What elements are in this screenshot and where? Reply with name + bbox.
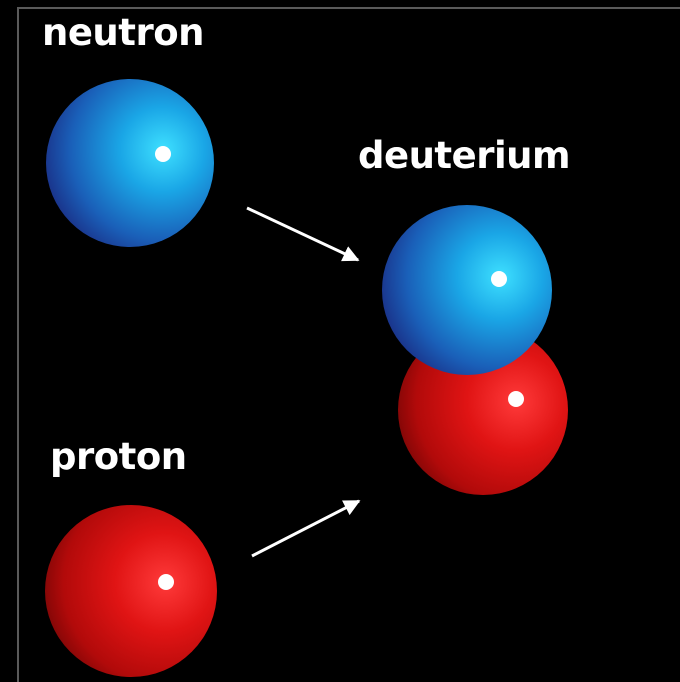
proton-label: proton xyxy=(50,435,187,478)
diagram-frame xyxy=(17,7,680,682)
neutron-highlight xyxy=(155,146,171,162)
neutron-label: neutron xyxy=(42,11,204,54)
proton-arrow xyxy=(251,499,361,558)
proton-highlight xyxy=(158,574,174,590)
deuterium-neutron-highlight xyxy=(491,271,507,287)
deuterium-proton-highlight xyxy=(508,391,524,407)
deuterium-neutron-sphere xyxy=(382,205,552,375)
neutron-arrow xyxy=(246,206,360,262)
neutron-sphere xyxy=(46,79,214,247)
deuterium-label: deuterium xyxy=(358,134,571,177)
proton-sphere xyxy=(45,505,217,677)
